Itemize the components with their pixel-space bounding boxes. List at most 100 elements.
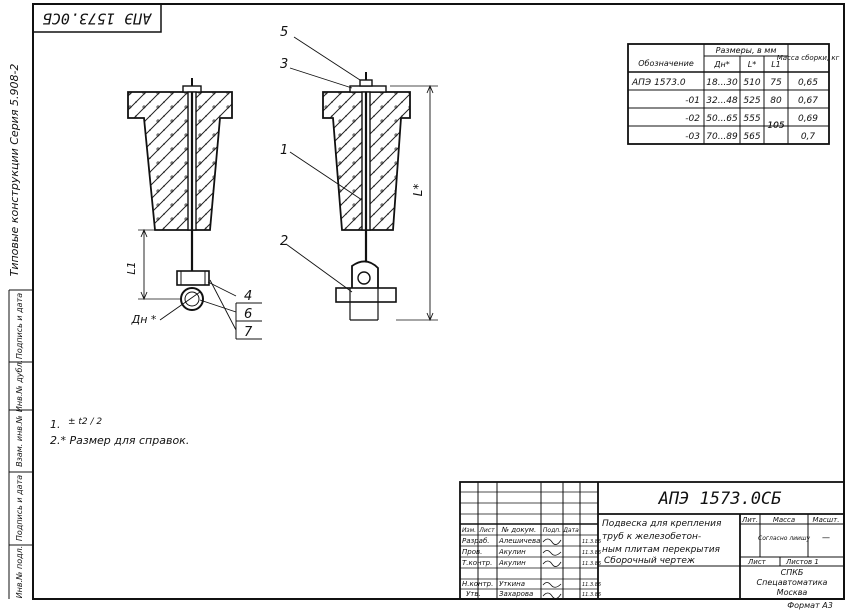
spec_table-rows-2-l1: 105 [767, 121, 784, 131]
left-margin: Типовые конструкции Серия 5.908-2 Инв.№ … [8, 64, 34, 599]
left-concrete-slab [127, 91, 233, 231]
dim-l-star: L* [411, 184, 425, 197]
doc-type: Сборочный чертеж [604, 556, 696, 566]
right-pipe-section [335, 287, 397, 303]
title_block-people-2-role: Т.контр. [462, 559, 492, 567]
spec_table-rows-2-l: 555 [743, 114, 760, 124]
callout-7: 7 [244, 325, 253, 340]
spec_table-rows-3-dn: 70...89 [706, 132, 738, 142]
title_block-people-4-name: Захарова [499, 590, 533, 598]
org-line-3: Москва [777, 588, 808, 597]
spec-row-1: -01 32...48 525 80 0,67 [685, 96, 818, 106]
title-line-3: ным плитам перекрытия [602, 545, 721, 555]
callout-6: 6 [244, 307, 252, 322]
spec_table-rows-3-designation: -03 [685, 132, 700, 142]
signatory-3: Т.контр. Акулин 11.3.86 [462, 559, 601, 567]
scale-label: Масшт. [813, 516, 840, 524]
dim-l1: L1 [125, 261, 138, 274]
spec_table-rows-3-mass: 0,7 [801, 132, 816, 142]
margin-field-4: Инв.№ дубл. [15, 360, 24, 412]
margin-field-2: Подпись и дата [15, 475, 24, 541]
note-2: 2.* Размер для справок. [50, 434, 189, 447]
callout-5: 5 [280, 25, 288, 40]
spec_table-rows-2-dn: 50...65 [706, 114, 738, 124]
spec-row-0: АПЭ 1573.0 18...30 510 75 0,65 [631, 78, 818, 88]
callout-2: 2 [280, 234, 288, 249]
sheets-count: Листов 1 [785, 558, 819, 566]
margin-field-1: Инв.№ подл. [15, 546, 24, 599]
title_block-people-3-date: 11.3.86 [582, 582, 601, 588]
signatory-5: Утв. Захарова 11.3.86 [466, 590, 601, 598]
spec_table-rows-0-mass: 0,65 [798, 78, 818, 88]
title_block-people-3-role: Н.контр. [462, 580, 493, 588]
spec_table-rows-0-l: 510 [743, 78, 760, 88]
spec_table-rows-2-designation: -02 [685, 114, 700, 124]
left-view: L1 Дн * 4 6 7 [125, 78, 262, 340]
right-top-nut [359, 79, 373, 87]
signatory-4: Н.контр. Уткина 11.3.86 [462, 580, 601, 588]
spec_table-rows-1-mass: 0,67 [798, 96, 818, 106]
spec-l1-merged: 105 [767, 121, 784, 131]
org-line-1: СПКБ [781, 568, 804, 577]
format-label: Формат А3 [787, 601, 833, 610]
spec-group-header: Размеры, в мм [716, 46, 777, 55]
spec_table-rows-1-designation: -01 [685, 96, 700, 106]
title_block-people-0-role: Разраб. [462, 537, 490, 545]
title_block-people-1-role: Пров. [462, 548, 482, 556]
spec_table-rows-1-l1: 80 [770, 96, 782, 106]
title_block-people-3-name: Уткина [499, 580, 525, 588]
spec_table-rows-0-designation: АПЭ 1573.0 [631, 78, 686, 88]
margin-field-3: Взам. инв.№ [15, 415, 24, 467]
org-line-2: Спецавтоматика [757, 578, 828, 587]
side-series-text: Типовые конструкции Серия 5.908-2 [8, 64, 21, 277]
left-top-nut [182, 85, 202, 93]
stamp-box: АПЭ 1573.0СБ [32, 3, 162, 33]
scale-value: — [822, 533, 830, 542]
callout-4: 4 [244, 289, 252, 304]
signatory-1: Разраб. Алешичева 11.3.86 [462, 537, 601, 545]
spec_table-rows-1-dn: 32...48 [706, 96, 738, 106]
right-plate [349, 85, 387, 93]
title_block-header_row-1: Лист [478, 527, 495, 534]
right-view: L* 5 3 1 2 [280, 25, 438, 322]
title-line-2: труб к железобетон- [602, 532, 701, 542]
title-block: Изм. Лист № докум. Подп. Дата Разраб. Ал… [459, 481, 845, 600]
title-line-1: Подвеска для крепления [602, 519, 722, 529]
margin-field-5: Подпись и дата [15, 293, 24, 359]
signatory-2: Пров. Акулин 11.3.86 [462, 548, 601, 556]
left-bolt-assembly [176, 270, 210, 286]
spec-col-designation: Обозначение [638, 59, 694, 68]
title_block-header_row-0: Изм. [462, 527, 476, 534]
title_block-header_row-3: Подп. [543, 527, 561, 534]
mass-label: Масса [773, 516, 795, 524]
title_block-header_row-4: Дата [562, 527, 579, 534]
spec_table-rows-1-l: 525 [743, 96, 760, 106]
notes: 1. ± t2 / 2 2.* Размер для справок. [50, 417, 189, 447]
mass-value: Согласно лиишу [758, 535, 810, 542]
spec-col-l: L* [748, 60, 756, 69]
title_block-people-0-date: 11.3.86 [582, 539, 601, 545]
title_block-people-2-date: 11.3.86 [582, 561, 601, 567]
spec-row-2: -02 50...65 555 105 0,69 [685, 114, 818, 131]
spec_table-rows-2-mass: 0,69 [798, 114, 818, 124]
spec-mass-header: Масса сборки, кг [777, 54, 840, 62]
callout-3: 3 [280, 57, 288, 72]
title_block-people-1-name: Акулин [498, 548, 526, 556]
title_block-people-2-name: Акулин [498, 559, 526, 567]
spec_table-rows-0-l1: 75 [770, 78, 782, 88]
spec-col-dn: Дн* [713, 60, 729, 69]
spec_table-rows-3-l: 565 [743, 132, 760, 142]
dim-dn: Дн * [131, 313, 157, 326]
left-pipe-clamp [180, 287, 204, 311]
stamp-code: АПЭ 1573.0СБ [43, 10, 152, 28]
title_block-people-0-name: Алешичева [498, 537, 540, 545]
note-1-tolerance: ± t2 / 2 [68, 417, 102, 427]
spec-col-l1: L1 [771, 60, 781, 69]
lit-label: Лит. [741, 516, 758, 524]
spec-table: Размеры, в мм Масса сборки, кг Обозначен… [627, 43, 840, 145]
note-1-num: 1. [50, 418, 61, 431]
sheet-label: Лист [747, 558, 767, 566]
title_block-people-1-date: 11.3.86 [582, 550, 601, 556]
title-block-code: АПЭ 1573.0СБ [658, 489, 783, 509]
